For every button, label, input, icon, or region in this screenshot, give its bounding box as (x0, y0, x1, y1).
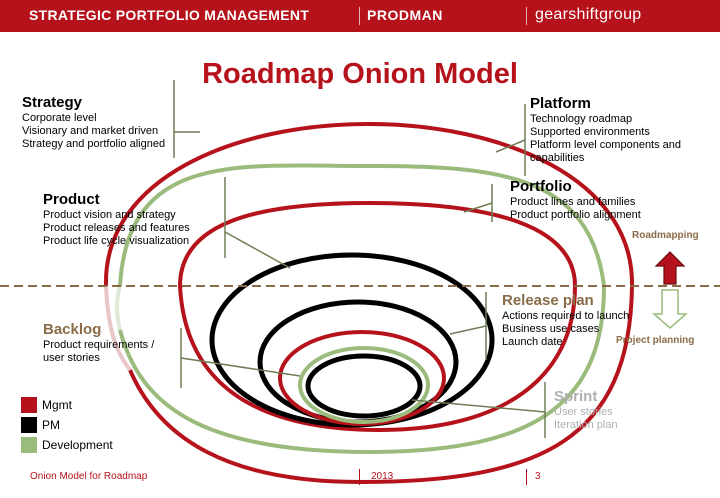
ring-product (178, 200, 577, 287)
ring-strategy-lower (128, 285, 634, 485)
ring-sprint (298, 346, 430, 424)
label-sprint: Sprint User stories Iteration plan (554, 388, 618, 432)
product-line: Product releases and features (43, 222, 190, 234)
strategy-line: Corporate level (22, 112, 97, 124)
ring-platform (118, 163, 606, 287)
connector-strategy (173, 80, 200, 158)
label-portfolio: Portfolio Product lines and families Pro… (510, 178, 641, 222)
header-divider (359, 7, 360, 25)
footer-divider (359, 469, 360, 485)
strategy-title: Strategy (22, 94, 83, 111)
legend-swatch (21, 397, 37, 413)
header-title: STRATEGIC PORTFOLIO MANAGEMENT (29, 7, 310, 23)
roadmapping-arrow-icon (654, 251, 686, 285)
legend-label: PM (42, 418, 60, 432)
roadmapping-label: Roadmapping (632, 230, 699, 241)
sprint-line: User stories (554, 406, 613, 418)
ring-inner-pm (305, 353, 423, 419)
legend-swatch (21, 417, 37, 433)
header-divider (526, 7, 527, 25)
legend-label: Mgmt (42, 398, 72, 412)
label-product: Product Product vision and strategy Prod… (43, 191, 190, 248)
project-planning-label: Project planning (616, 335, 695, 346)
project-planning-arrow-icon (652, 289, 688, 329)
connector-product (224, 177, 291, 269)
connector-release-plan (449, 292, 487, 360)
sprint-title: Sprint (554, 388, 598, 405)
strategy-line: Visionary and market driven (22, 125, 159, 137)
platform-line: capabilities (530, 152, 585, 164)
legend-label: Development (42, 438, 113, 452)
footer-year: 2013 (371, 471, 394, 482)
release-plan-line: Business use cases (502, 323, 600, 335)
ring-platform-fade (115, 285, 122, 331)
release-plan-line: Launch date (502, 336, 563, 348)
sprint-line: Iteration plan (554, 419, 618, 431)
ring-platform-lower (118, 285, 606, 455)
product-line: Product vision and strategy (43, 209, 176, 221)
platform-title: Platform (530, 95, 591, 112)
slide-header: STRATEGIC PORTFOLIO MANAGEMENT PRODMAN g… (0, 0, 720, 32)
release-plan-line: Actions required to launch (502, 310, 630, 322)
connector-backlog (180, 328, 301, 388)
label-strategy: Strategy Corporate level Visionary and m… (22, 94, 165, 151)
platform-line: Supported environments (530, 126, 650, 138)
ring-strategy-fade (104, 285, 132, 372)
product-title: Product (43, 191, 100, 208)
backlog-line: user stories (43, 352, 100, 364)
backlog-title: Backlog (43, 321, 102, 338)
label-release-plan: Release plan Actions required to launch … (502, 292, 629, 349)
page-number: 3 (535, 471, 541, 482)
portfolio-line: Product portfolio alignment (510, 209, 641, 221)
slide-footer: Onion Model for Roadmap 2013 3 (0, 466, 720, 498)
label-platform: Platform Technology roadmap Supported en… (530, 95, 681, 165)
prodman-logo: PRODMAN (367, 7, 443, 23)
portfolio-title: Portfolio (510, 178, 572, 195)
release-plan-title: Release plan (502, 292, 594, 309)
slide-title: Roadmap Onion Model (202, 58, 518, 90)
ring-inner-mgmt (278, 330, 446, 426)
gearshiftgroup-logo: gearshiftgroup (535, 6, 642, 23)
connector-platform (495, 104, 526, 176)
ring-strategy (103, 122, 635, 287)
legend-swatch (21, 437, 37, 453)
backlog-line: Product requirements / (43, 339, 155, 351)
connector-portfolio (463, 184, 493, 222)
portfolio-line: Product lines and families (510, 196, 636, 208)
platform-line: Technology roadmap (530, 113, 633, 125)
footer-title: Onion Model for Roadmap (30, 471, 148, 482)
connector-sprint (411, 382, 546, 438)
product-line: Product life cycle visualization (43, 235, 190, 247)
strategy-line: Strategy and portfolio aligned (22, 138, 166, 150)
platform-line: Platform level components and (530, 139, 682, 151)
label-backlog: Backlog Product requirements / user stor… (43, 321, 154, 365)
footer-divider (526, 469, 527, 485)
